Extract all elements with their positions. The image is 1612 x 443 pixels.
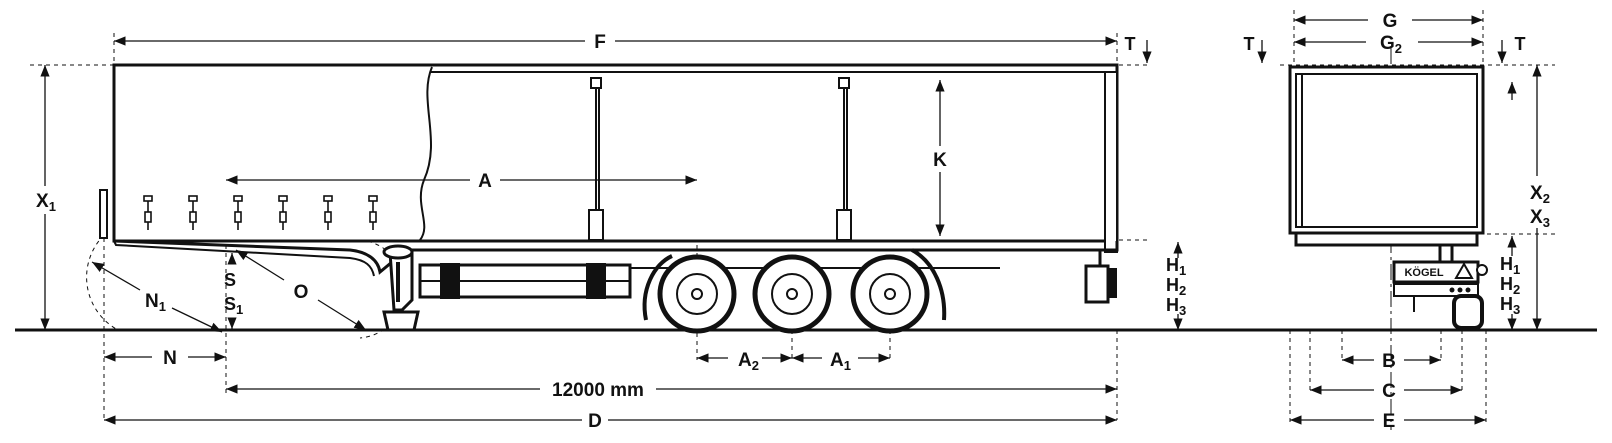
side-wheels	[657, 254, 930, 334]
dim-O: O	[294, 282, 309, 303]
dim-A: A	[478, 171, 492, 192]
dim-G2: G2	[1380, 33, 1402, 56]
side-dimension-lines	[40, 36, 1183, 425]
dim-N1: N1	[145, 291, 166, 314]
dim-G: G	[1383, 11, 1398, 32]
dim-H2-rear: H2	[1500, 274, 1520, 297]
landing-leg	[382, 244, 420, 332]
dim-C: C	[1382, 381, 1396, 402]
curtain-stanchions	[588, 77, 852, 241]
dim-K: K	[933, 150, 947, 171]
dim-H1-rear: H1	[1500, 254, 1520, 277]
dim-S1: S1	[224, 294, 243, 317]
dim-S: S	[224, 270, 236, 290]
side-dimension-labels: F T X1 A K N1 O S S1 N A2 A1 12000 mm D …	[36, 32, 1186, 432]
rear-tyre	[1452, 294, 1484, 330]
dim-H2-side: H2	[1166, 275, 1186, 298]
rear-dimension-lines	[1257, 15, 1542, 425]
dim-X3: X3	[1530, 207, 1550, 230]
dim-T-side: T	[1125, 34, 1136, 54]
dim-D: D	[588, 411, 602, 432]
cargo-box	[112, 63, 1119, 243]
brand-logo: KÖGEL	[1404, 266, 1443, 279]
dim-A2: A2	[738, 350, 759, 373]
rear-dimension-labels: G G2 T T X2 X3 H1 H2 H3 B C E	[1244, 11, 1550, 432]
rear-cargo-box	[1288, 65, 1485, 235]
rear-view-trailer: KÖGEL	[1288, 65, 1488, 330]
curtain-straps	[143, 195, 378, 230]
dim-X1: X1	[36, 191, 56, 214]
dim-E: E	[1383, 411, 1396, 432]
dim-T-rear-left: T	[1244, 34, 1255, 54]
dim-B: B	[1382, 351, 1396, 372]
dim-H3-rear: H3	[1500, 294, 1520, 317]
dim-A1: A1	[830, 350, 851, 373]
curtain-edge	[419, 66, 433, 241]
side-view-trailer	[99, 63, 1119, 334]
dim-F: F	[594, 32, 606, 53]
dim-T-rear-right: T	[1515, 34, 1526, 54]
dim-length-12000: 12000 mm	[552, 380, 644, 401]
dim-N: N	[163, 348, 177, 369]
dim-X2: X2	[1530, 183, 1550, 206]
dim-H1-side: H1	[1166, 255, 1186, 278]
dim-H3-side: H3	[1166, 295, 1186, 318]
